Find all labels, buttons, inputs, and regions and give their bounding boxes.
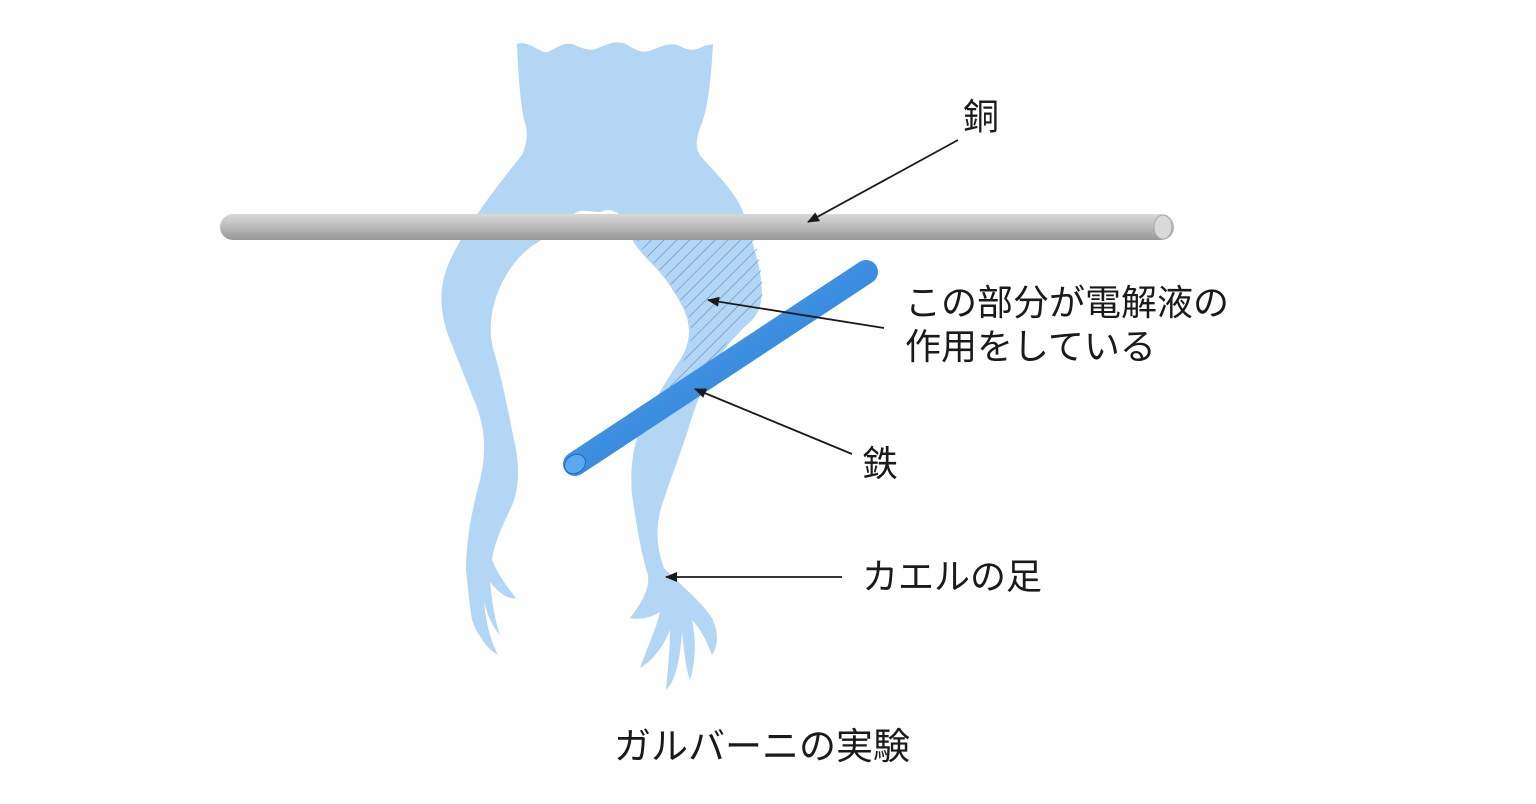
- iron-arrow: [694, 388, 853, 455]
- electrolyte-arrow: [707, 296, 885, 329]
- electrolyte-hatch-region: [636, 238, 763, 402]
- copper-arrow: [807, 139, 959, 223]
- iron-label: 鉄: [862, 444, 899, 485]
- iron-rod: [563, 260, 878, 476]
- copper-rod: [220, 214, 1174, 240]
- iron-rod-end-cap: [564, 453, 586, 475]
- electrolyte-label-line-2: 作用をしている: [905, 326, 1156, 368]
- diagram-caption: ガルバーニの実験: [614, 725, 910, 768]
- frog-leg-shape: [441, 42, 762, 691]
- copper-rod-end-cap: [1153, 214, 1173, 240]
- copper-label: 銅: [963, 97, 1000, 138]
- frog-leg-label: カエルの足: [862, 557, 1043, 598]
- iron-rod-body: [563, 260, 878, 476]
- copper-rod-body: [220, 214, 1174, 240]
- electrolyte-label: この部分が電解液の 作用をしている: [905, 282, 1229, 370]
- electrolyte-label-line-1: この部分が電解液の: [905, 283, 1230, 324]
